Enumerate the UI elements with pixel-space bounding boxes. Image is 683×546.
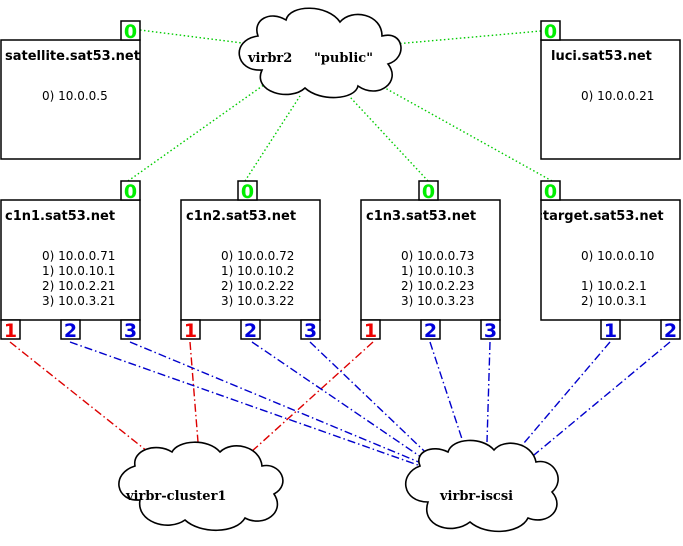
port-c1n3-1: 1 — [360, 319, 381, 342]
host-c1n2-ip-3: 3) 10.0.3.22 — [221, 294, 294, 308]
cloud-public-label: "public" — [314, 51, 373, 66]
link-c1n2-p3-iscsi — [309, 341, 443, 469]
cloud-iscsi-label: virbr-iscsi — [439, 489, 513, 504]
cloud-cluster: virbr-cluster1 — [118, 441, 284, 531]
port-label: 0 — [544, 181, 557, 203]
link-ractarget-p1-iscsi — [517, 341, 611, 451]
link-luci-public — [394, 30, 542, 45]
link-ractarget-p2-iscsi — [527, 341, 671, 461]
port-c1n2-1: 1 — [180, 319, 201, 342]
link-c1n2-p2-iscsi — [251, 341, 441, 471]
link-c1n1-p2-iscsi — [69, 341, 433, 471]
host-c1n1-name: c1n1.sat53.net — [5, 209, 115, 224]
port-c1n2-2: 2 — [240, 319, 261, 342]
host-c1n1: c1n1.sat53.net 0) 10.0.0.71 1) 10.0.10.1… — [0, 180, 141, 342]
port-c1n1-2: 2 — [60, 319, 81, 342]
host-ractarget: ractarget.sat53.net 0) 10.0.0.10 1) 10.0… — [520, 180, 681, 342]
host-c1n3-ip-3: 3) 10.0.3.23 — [401, 294, 474, 308]
port-label: 3 — [304, 320, 317, 342]
cluster-links — [9, 341, 374, 463]
iscsi-links — [69, 341, 671, 471]
port-ractarget-0: 0 — [540, 180, 561, 203]
port-label: 1 — [184, 320, 197, 342]
port-satellite-0: 0 — [120, 20, 141, 43]
host-c1n3-ip-2: 2) 10.0.2.23 — [401, 279, 474, 293]
port-c1n1-0: 0 — [120, 180, 141, 203]
host-c1n1-ip-1: 1) 10.0.10.1 — [42, 264, 115, 278]
port-label: 3 — [124, 320, 137, 342]
host-c1n2-name: c1n2.sat53.net — [186, 209, 296, 224]
port-c1n3-0: 0 — [418, 180, 439, 203]
link-c1n2-cluster — [189, 341, 199, 443]
port-label: 1 — [4, 320, 17, 342]
host-c1n3-ip-1: 1) 10.0.10.3 — [401, 264, 474, 278]
port-label: 2 — [424, 320, 437, 342]
host-c1n1-ip-0: 0) 10.0.0.71 — [42, 249, 115, 263]
host-c1n2-ip-0: 0) 10.0.0.72 — [221, 249, 294, 263]
port-label: 0 — [241, 181, 254, 203]
port-label: 2 — [64, 320, 77, 342]
link-c1n1-cluster — [9, 341, 153, 456]
host-ractarget-name: ractarget.sat53.net — [520, 209, 664, 224]
port-c1n1-1: 1 — [0, 319, 21, 342]
port-c1n2-3: 3 — [300, 319, 321, 342]
host-luci: luci.sat53.net 0) 10.0.0.21 0 — [540, 20, 681, 160]
cloud-cluster-label: virbr-cluster1 — [125, 489, 226, 504]
host-ractarget-ip-0: 0) 10.0.0.10 — [581, 249, 654, 263]
port-luci-0: 0 — [540, 20, 561, 43]
link-c1n2-public — [244, 95, 301, 182]
port-label: 2 — [244, 320, 257, 342]
port-label: 2 — [664, 320, 677, 342]
port-label: 0 — [544, 21, 557, 43]
port-ractarget-2: 2 — [660, 319, 681, 342]
port-label: 0 — [422, 181, 435, 203]
link-satellite-public — [139, 29, 251, 45]
port-c1n1-3: 3 — [120, 319, 141, 342]
public-links — [127, 29, 553, 182]
link-c1n1-p3-iscsi — [129, 341, 439, 471]
host-ractarget-ip-2: 2) 10.0.3.1 — [581, 294, 647, 308]
port-c1n2-0: 0 — [237, 180, 258, 203]
host-c1n3-name: c1n3.sat53.net — [366, 209, 476, 224]
link-c1n3-public — [349, 96, 429, 182]
port-label: 0 — [124, 181, 137, 203]
host-luci-ip-0: 0) 10.0.0.21 — [581, 89, 654, 103]
port-label: 1 — [604, 320, 617, 342]
link-c1n3-p2-iscsi — [429, 341, 464, 443]
port-c1n3-3: 3 — [480, 319, 501, 342]
link-c1n3-p3-iscsi — [486, 341, 491, 443]
host-satellite-name: satellite.sat53.net — [5, 49, 140, 64]
host-satellite: satellite.sat53.net 0) 10.0.0.5 0 — [0, 20, 141, 160]
host-satellite-ip-0: 0) 10.0.0.5 — [42, 89, 108, 103]
port-label: 0 — [124, 21, 137, 43]
host-ractarget-ip-1: 1) 10.0.2.1 — [581, 279, 647, 293]
host-c1n1-ip-3: 3) 10.0.3.21 — [42, 294, 115, 308]
port-label: 1 — [364, 320, 377, 342]
host-c1n2-ip-1: 1) 10.0.10.2 — [221, 264, 294, 278]
port-c1n3-2: 2 — [420, 319, 441, 342]
port-ractarget-1: 1 — [600, 319, 621, 342]
host-c1n3: c1n3.sat53.net 0) 10.0.0.73 1) 10.0.10.3… — [360, 180, 501, 342]
host-c1n2: c1n2.sat53.net 0) 10.0.0.72 1) 10.0.10.2… — [180, 180, 321, 342]
host-c1n1-ip-2: 2) 10.0.2.21 — [42, 279, 115, 293]
cloud-public: virbr2 "public" — [238, 7, 402, 99]
cloud-public-name: virbr2 — [247, 51, 292, 66]
port-label: 3 — [484, 320, 497, 342]
host-c1n3-ip-0: 0) 10.0.0.73 — [401, 249, 474, 263]
host-c1n2-ip-2: 2) 10.0.2.22 — [221, 279, 294, 293]
host-luci-name: luci.sat53.net — [551, 49, 652, 64]
link-c1n1-public — [127, 81, 269, 182]
link-ractarget-public — [384, 87, 553, 182]
link-c1n3-cluster — [239, 341, 374, 463]
cloud-iscsi: virbr-iscsi — [404, 439, 559, 533]
